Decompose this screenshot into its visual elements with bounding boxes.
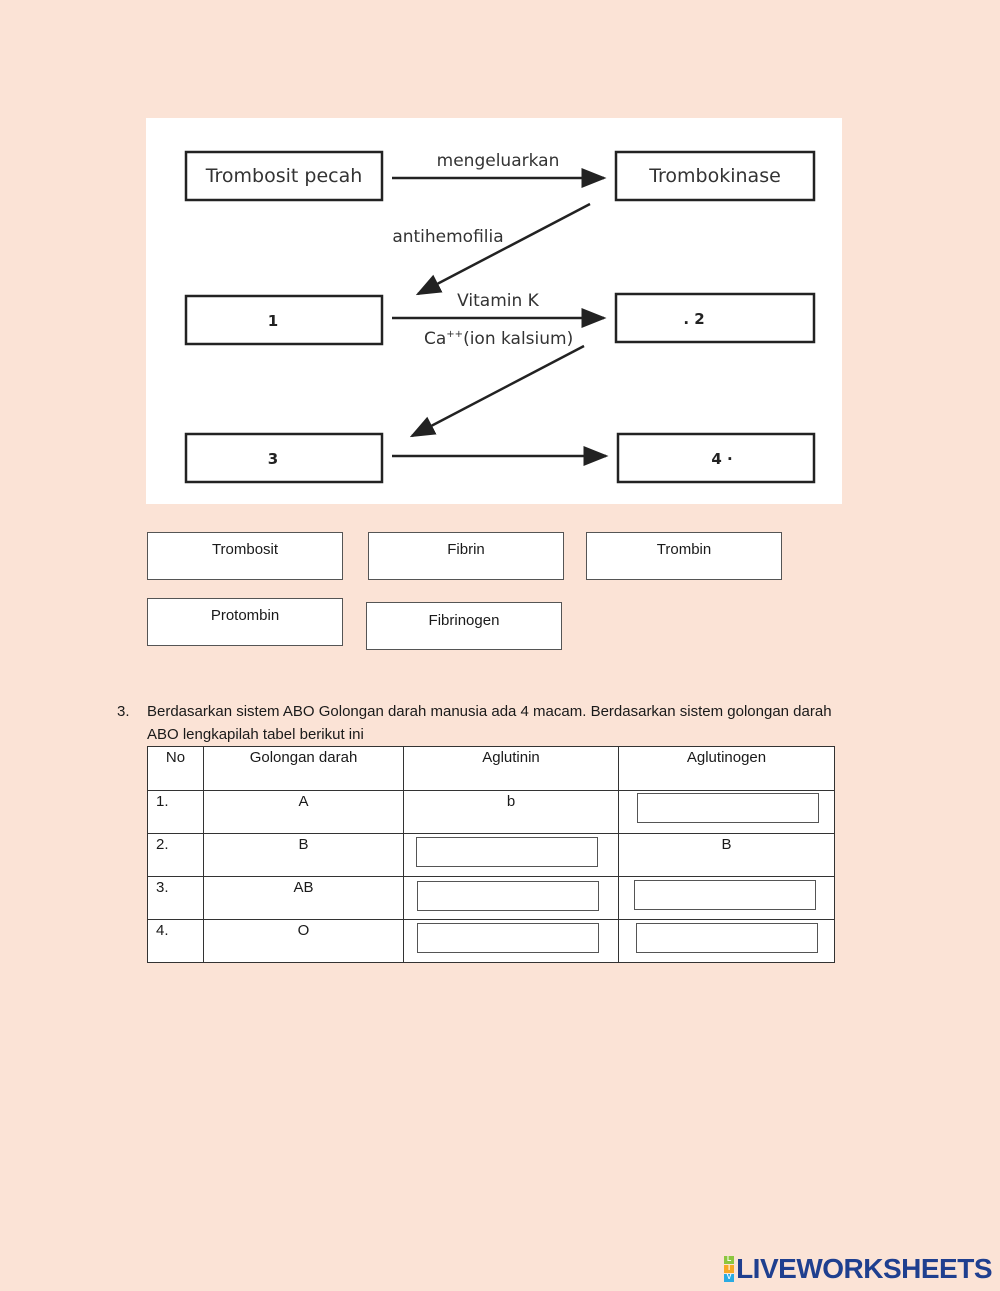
- cell-golongan: O: [203, 919, 404, 963]
- table-row: 1. A b: [147, 790, 835, 834]
- box-2-label: . 2: [683, 310, 704, 328]
- cell-no: 1.: [147, 790, 204, 834]
- logo-mark-icon: L I V: [724, 1256, 735, 1282]
- drag-option-trombosit[interactable]: Trombosit: [147, 532, 343, 580]
- header-aglutinin: Aglutinin: [403, 746, 619, 791]
- drag-option-protombin[interactable]: Protombin: [147, 598, 343, 646]
- cell-aglutinin: [403, 919, 619, 963]
- box-trombokinase: [614, 150, 816, 202]
- box-3: [184, 432, 384, 484]
- label-ion-kalsium: Ca++(ion kalsium): [424, 329, 573, 349]
- cell-aglutinin: [403, 833, 619, 877]
- drag-option-fibrin[interactable]: Fibrin: [368, 532, 564, 580]
- arrow-antihemofilia: [415, 202, 591, 296]
- answer-input-aglutinin-3[interactable]: [417, 881, 599, 911]
- cell-aglutinogen: [618, 876, 835, 920]
- answer-input-aglutinin-2[interactable]: [416, 837, 598, 867]
- box-4-label: 4 ·: [711, 450, 732, 468]
- table-row: 2. B B: [147, 833, 835, 877]
- drag-option-trombin[interactable]: Trombin: [586, 532, 782, 580]
- box-2: [614, 292, 816, 344]
- arrow-diagonal-2: [409, 344, 585, 438]
- answer-input-aglutinin-4[interactable]: [417, 923, 599, 953]
- answer-input-aglutinogen-4[interactable]: [636, 923, 818, 953]
- answer-input-aglutinogen-3[interactable]: [634, 880, 816, 910]
- header-no: No: [147, 746, 204, 791]
- header-golongan: Golongan darah: [203, 746, 404, 791]
- box-3-label: 3: [268, 450, 278, 468]
- label-vitamin-k: Vitamin K: [457, 291, 540, 311]
- header-aglutinogen: Aglutinogen: [618, 746, 835, 791]
- cell-golongan: A: [203, 790, 404, 834]
- cell-golongan: AB: [203, 876, 404, 920]
- cell-no: 2.: [147, 833, 204, 877]
- box-trombosit-pecah-label: Trombosit pecah: [205, 165, 363, 187]
- clotting-diagram: Trombosit pecah Trombokinase mengeluarka…: [146, 118, 842, 504]
- cell-golongan: B: [203, 833, 404, 877]
- label-mengeluarkan: mengeluarkan: [437, 151, 560, 171]
- box-4: [616, 432, 816, 484]
- abo-table: No Golongan darah Aglutinin Aglutinogen …: [147, 746, 835, 963]
- cell-aglutinogen: [618, 919, 835, 963]
- cell-aglutinin: b: [403, 790, 619, 834]
- table-header-row: No Golongan darah Aglutinin Aglutinogen: [147, 746, 835, 791]
- box-1: [184, 294, 384, 346]
- table-row: 3. AB: [147, 876, 835, 920]
- cell-aglutinogen: B: [618, 833, 835, 877]
- liveworksheets-logo: L I V LIVEWORKSHEETS: [724, 1253, 992, 1285]
- drag-option-fibrinogen[interactable]: Fibrinogen: [366, 602, 562, 650]
- box-trombokinase-label: Trombokinase: [648, 165, 781, 187]
- label-antihemofilia: antihemofilia: [392, 227, 503, 247]
- cell-aglutinogen: [618, 790, 835, 834]
- table-row: 4. O: [147, 919, 835, 963]
- box-trombosit-pecah: [184, 150, 384, 202]
- question-text: Berdasarkan sistem ABO Golongan darah ma…: [147, 703, 832, 743]
- cell-no: 4.: [147, 919, 204, 963]
- cell-aglutinin: [403, 876, 619, 920]
- box-1-label: 1: [268, 312, 278, 330]
- cell-no: 3.: [147, 876, 204, 920]
- logo-text: LIVEWORKSHEETS: [736, 1253, 992, 1284]
- answer-input-aglutinogen-1[interactable]: [637, 793, 819, 823]
- question-number: 3.: [117, 703, 130, 720]
